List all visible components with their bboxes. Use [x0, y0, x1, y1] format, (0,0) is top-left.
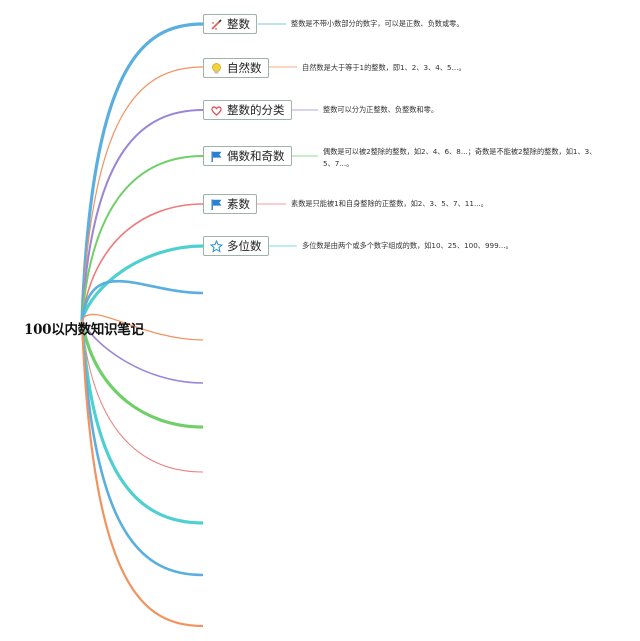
empty-branch-connector	[81, 313, 204, 341]
empty-branch-connector	[80, 319, 204, 525]
branch-connector	[81, 66, 204, 321]
note-even-odd: 偶数是可以被2整除的整数，如2、4、6、8...；奇数是不能被2整除的整数，如1…	[323, 147, 597, 168]
topic-multi-digit[interactable]: 多位数	[203, 236, 269, 256]
flag-icon	[209, 197, 223, 211]
lightbulb-icon	[209, 61, 223, 75]
topic-label: 整数	[227, 17, 250, 31]
topic-label: 自然数	[227, 61, 262, 75]
note-multi-digit: 多位数是由两个或多个数字组成的数，如10、25、100、999...。	[302, 241, 513, 250]
root-topic[interactable]: 100以内数知识笔记	[24, 322, 144, 338]
empty-branch-connector	[80, 319, 204, 628]
topic-even-odd[interactable]: 偶数和奇数	[203, 146, 292, 166]
empty-branch-connector	[80, 319, 204, 577]
star-icon	[209, 239, 223, 253]
topic-integer-classification[interactable]: 整数的分类	[203, 100, 292, 120]
pencil-icon	[209, 17, 223, 31]
topic-integer[interactable]: 整数	[203, 14, 257, 34]
branch-connector	[81, 203, 204, 321]
empty-branch-connector	[81, 319, 204, 473]
note-integer: 整数是不带小数部分的数字，可以是正数、负数或零。	[291, 19, 464, 28]
branch-connector	[80, 22, 204, 321]
topic-label: 偶数和奇数	[227, 149, 285, 163]
branch-connector	[81, 109, 204, 321]
heart-icon	[209, 103, 223, 117]
empty-branch-connector	[81, 319, 204, 384]
flag-icon	[209, 149, 223, 163]
topic-natural-number[interactable]: 自然数	[203, 58, 269, 78]
note-prime-number: 素数是只能被1和自身整除的正整数，如2、3、5、7、11...。	[291, 199, 488, 208]
topic-label: 多位数	[227, 239, 262, 253]
empty-branch-connector	[80, 319, 204, 429]
topic-label: 素数	[227, 197, 250, 211]
topic-label: 整数的分类	[227, 103, 285, 117]
branch-connectors	[80, 22, 204, 628]
branch-connector	[80, 244, 204, 321]
branch-connector	[81, 155, 204, 321]
empty-branch-connector	[80, 279, 204, 321]
note-connectors	[256, 23, 318, 247]
note-integer-classification: 整数可以分为正整数、负整数和零。	[323, 105, 439, 114]
topic-prime-number[interactable]: 素数	[203, 194, 257, 214]
note-natural-number: 自然数是大于等于1的整数，即1、2、3、4、5...。	[302, 63, 466, 72]
